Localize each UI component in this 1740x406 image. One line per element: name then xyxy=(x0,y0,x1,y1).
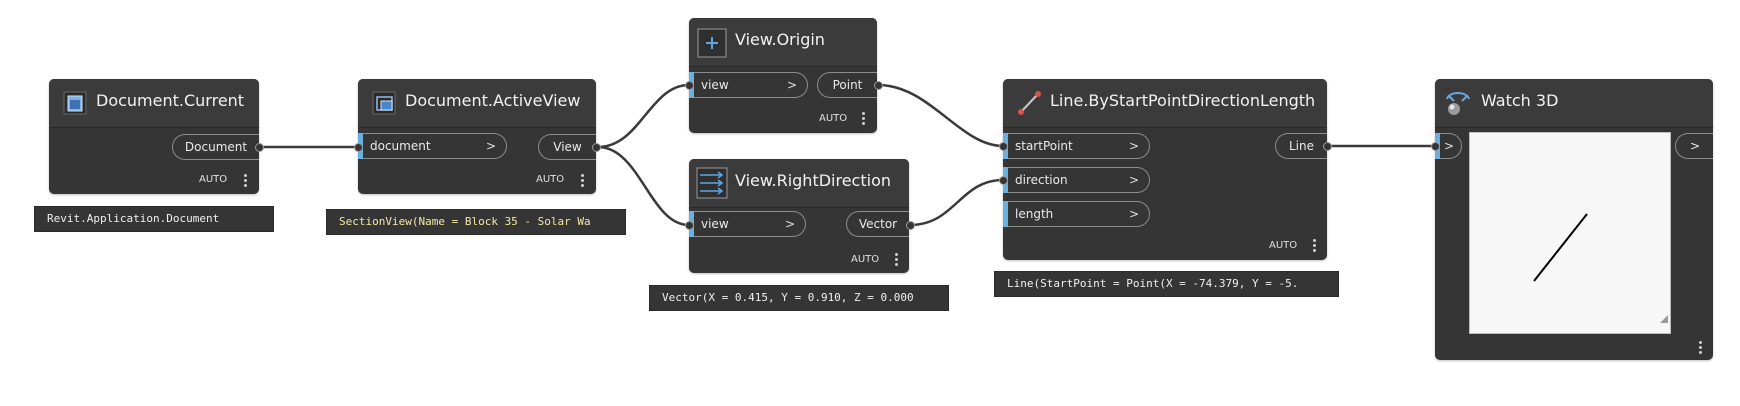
chevron-right-icon: > xyxy=(1128,139,1139,153)
output-port-vector[interactable]: Vector xyxy=(846,211,909,237)
node-menu-icon[interactable] xyxy=(862,112,866,126)
output-port-document[interactable]: Document xyxy=(172,134,259,160)
input-port-view[interactable]: view > xyxy=(689,72,808,98)
input-port-label: direction xyxy=(1015,173,1068,187)
node-watch-3d[interactable]: Watch 3D > > xyxy=(1435,79,1713,360)
lacing-label: AUTO xyxy=(536,174,565,185)
node-header[interactable] xyxy=(358,79,596,128)
lacing-label: AUTO xyxy=(1269,240,1298,251)
node-title: Line.ByStartPointDirectionLength xyxy=(1050,91,1316,110)
wire-activeview-to-origin xyxy=(597,83,690,149)
input-port-document[interactable]: document > xyxy=(358,133,507,159)
input-port-startpoint[interactable]: startPoint > xyxy=(1003,133,1150,159)
preview-bubble: Line(StartPoint = Point(X = -74.379, Y =… xyxy=(994,271,1339,297)
line-tool-icon xyxy=(1015,89,1043,117)
node-menu-icon[interactable] xyxy=(1699,341,1703,355)
watch-3d-icon xyxy=(1443,87,1471,115)
chevron-right-icon: > xyxy=(1128,173,1139,187)
input-port-label: view xyxy=(701,78,729,92)
node-menu-icon[interactable] xyxy=(895,253,899,267)
preview-bubble: SectionView(Name = Block 35 - Solar Wa xyxy=(326,209,626,235)
node-document-current[interactable]: Document.Current Document AUTO xyxy=(49,79,259,194)
watch-3d-viewport[interactable] xyxy=(1469,132,1671,334)
output-port-view[interactable]: View xyxy=(538,134,596,160)
lacing-label: AUTO xyxy=(199,174,228,185)
node-title: View.Origin xyxy=(735,30,825,49)
lacing-label: AUTO xyxy=(851,254,880,265)
port-accent xyxy=(1003,201,1008,227)
geometry-preview xyxy=(1533,213,1668,323)
chevron-right-icon: > xyxy=(786,78,797,92)
node-title: Watch 3D xyxy=(1481,91,1559,110)
chevron-right-icon: > xyxy=(784,217,795,231)
node-menu-icon[interactable] xyxy=(244,174,248,188)
wire-rightdirection-to-direction xyxy=(909,178,1004,227)
output-connector[interactable] xyxy=(1323,142,1332,151)
output-port-watch[interactable]: > xyxy=(1675,133,1713,159)
input-connector[interactable] xyxy=(999,142,1008,151)
output-connector[interactable] xyxy=(874,81,883,90)
node-view-rightdirection[interactable]: View.RightDirection view > Vector AUTO xyxy=(689,159,909,273)
input-port-label: view xyxy=(701,217,729,231)
node-header[interactable] xyxy=(1435,79,1713,128)
input-port-label: length xyxy=(1015,207,1054,221)
node-line-bystartpointdirectionlength[interactable]: Line.ByStartPointDirectionLength startPo… xyxy=(1003,79,1327,260)
chevron-right-icon: > xyxy=(1690,139,1701,153)
node-header[interactable] xyxy=(1003,79,1327,128)
input-port-length[interactable]: length > xyxy=(1003,201,1150,227)
origin-plus-icon xyxy=(697,28,727,58)
output-port-point[interactable]: Point xyxy=(817,72,877,98)
input-connector[interactable] xyxy=(1431,142,1440,151)
input-connector[interactable] xyxy=(354,143,363,152)
preview-bubble: Vector(X = 0.415, Y = 0.910, Z = 0.000 xyxy=(649,285,949,311)
lacing-label: AUTO xyxy=(819,113,848,124)
input-port-direction[interactable]: direction > xyxy=(1003,167,1150,193)
node-document-activeview[interactable]: Document.ActiveView document > View AUTO xyxy=(358,79,596,194)
chevron-right-icon: > xyxy=(485,139,496,153)
input-connector[interactable] xyxy=(685,221,694,230)
right-direction-icon xyxy=(696,167,728,199)
revit-document-icon xyxy=(61,89,89,117)
input-connector[interactable] xyxy=(685,81,694,90)
output-connector[interactable] xyxy=(592,143,601,152)
node-title: Document.Current xyxy=(96,91,245,110)
input-port-view[interactable]: view > xyxy=(689,211,806,237)
output-connector[interactable] xyxy=(906,221,915,230)
preview-bubble: Revit.Application.Document xyxy=(34,206,274,232)
node-menu-icon[interactable] xyxy=(1313,239,1317,253)
input-port-label: startPoint xyxy=(1015,139,1073,153)
input-connector[interactable] xyxy=(999,176,1008,185)
input-port-label: document xyxy=(370,139,431,153)
node-title: View.RightDirection xyxy=(735,171,891,190)
output-connector[interactable] xyxy=(255,143,264,152)
node-title: Document.ActiveView xyxy=(405,91,581,110)
node-view-origin[interactable]: View.Origin view > Point AUTO xyxy=(689,18,877,133)
chevron-right-icon: > xyxy=(1443,139,1454,153)
chevron-right-icon: > xyxy=(1128,207,1139,221)
output-port-line[interactable]: Line xyxy=(1275,133,1327,159)
active-view-icon xyxy=(370,89,398,117)
node-menu-icon[interactable] xyxy=(581,174,585,188)
wire-origin-to-startpoint xyxy=(877,83,1004,148)
